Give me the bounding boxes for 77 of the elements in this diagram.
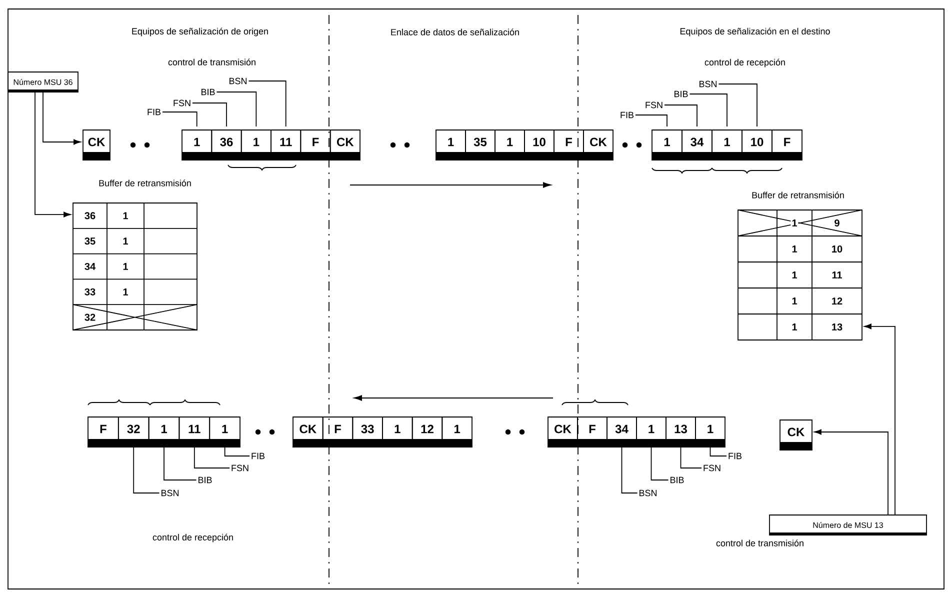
field-label: BSN — [700, 80, 717, 88]
frame-field: F — [88, 416, 119, 448]
buffer-table: 36 1 35 1 34 1 33 1 32 — [72, 202, 198, 330]
field-label: FIB — [620, 112, 634, 118]
frame-field: 1 — [652, 130, 682, 160]
field-label: BIB — [670, 476, 684, 484]
frame-field: 10 — [524, 130, 554, 160]
frame-field: 12 — [412, 416, 443, 448]
arrow — [814, 429, 888, 515]
leader-line — [248, 80, 286, 127]
frame-field: 36 — [211, 130, 242, 160]
frame-field: 1 — [712, 130, 742, 160]
section-label: control de recepción — [152, 534, 233, 542]
field-label: FIB — [252, 452, 265, 460]
section-label: Enlace de datos de señalización — [391, 28, 519, 36]
leader-line — [192, 102, 227, 127]
field-label: FSN — [232, 464, 248, 472]
frame-field: 1 — [436, 130, 466, 160]
frame-field: 1 — [240, 130, 272, 160]
frame-field: CK — [780, 420, 812, 450]
leader-line — [718, 84, 758, 127]
frame-field: F — [772, 130, 802, 160]
frame-field: 1 — [209, 416, 240, 448]
field-label: BSN — [162, 490, 179, 496]
frame-field: F — [322, 416, 354, 448]
field-label: BIB — [198, 476, 212, 484]
frame-field: F — [300, 130, 331, 160]
counter-box: Número MSU 36 — [8, 72, 78, 92]
frame-field: 13 — [666, 416, 696, 448]
frame-field: 34 — [606, 416, 637, 448]
field-label: FSN — [646, 102, 662, 108]
field-label: FIB — [728, 452, 742, 460]
leader-line — [216, 92, 257, 127]
frame-field: F — [554, 130, 584, 160]
frame-field: CK — [82, 130, 110, 160]
frame-field: 1 — [148, 416, 180, 448]
frame-field: 10 — [742, 130, 772, 160]
frame-field: 11 — [178, 416, 210, 448]
section-label: Buffer de retransmisión — [99, 180, 191, 186]
frame-field: 1 — [494, 130, 525, 160]
section-label: control de transmisión — [168, 58, 256, 66]
field-label: BSN — [230, 78, 247, 84]
field-label: BSN — [640, 490, 657, 496]
field-label: BIB — [202, 88, 215, 96]
arrow — [864, 324, 896, 515]
section-label: control de transmisión — [716, 540, 804, 546]
arrow — [42, 92, 81, 145]
field-label: FIB — [148, 108, 161, 116]
field-label: FSN — [704, 464, 720, 472]
buffer-table: 1 9 1 10 1 11 1 12 1 13 — [738, 210, 862, 340]
frame-field: 11 — [270, 130, 302, 160]
frame-field: CK — [548, 416, 578, 448]
section-label: Buffer de retransmisión — [752, 192, 844, 198]
frame-field: 1 — [382, 416, 413, 448]
frame-field: 1 — [442, 416, 472, 448]
counter-box: Número de MSU 13 — [769, 514, 927, 536]
arrow — [34, 92, 71, 218]
frame-field: 33 — [352, 416, 383, 448]
field-label: BIB — [674, 90, 688, 98]
frame-field: CK — [583, 130, 614, 160]
frame-field: 34 — [682, 130, 712, 160]
leader-line — [162, 112, 198, 127]
frame-field: 1 — [182, 130, 212, 160]
frame-field: 32 — [118, 416, 150, 448]
frame-field: CK — [330, 130, 360, 160]
leader-line — [664, 104, 698, 127]
field-label: FSN — [174, 100, 190, 106]
leader-line — [635, 114, 668, 127]
section-label: control de recepción — [704, 58, 785, 68]
frame-field: CK — [292, 416, 324, 448]
frame-field: F — [577, 416, 608, 448]
leader-line — [689, 94, 728, 127]
frame-field: 1 — [636, 416, 666, 448]
frame-field: 1 — [695, 416, 726, 448]
frame-field: 35 — [465, 130, 496, 160]
section-label: Equipos de señalización en el destino — [680, 28, 830, 36]
section-label: Equipos de señalización de origen — [132, 28, 268, 36]
